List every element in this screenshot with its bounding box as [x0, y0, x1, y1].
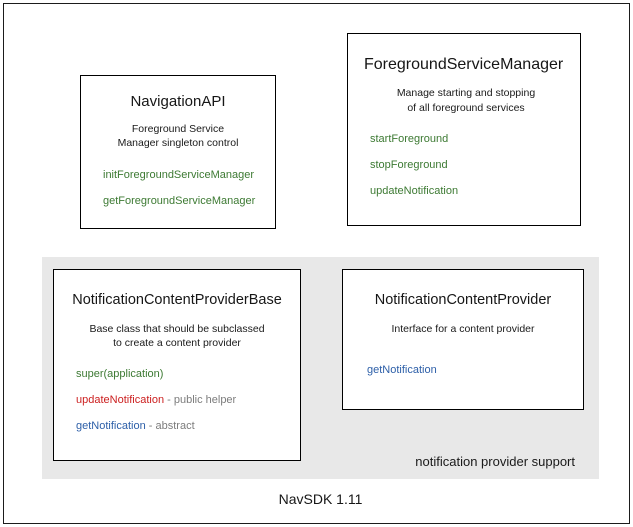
class-member-name: getNotification	[76, 420, 146, 433]
class-description-line: Base class that should be subclassed	[89, 322, 265, 335]
class-member[interactable]: getForegroundServiceManager	[103, 195, 265, 208]
class-member-note: - public helper	[164, 394, 237, 407]
class-member-name: startForeground	[370, 132, 449, 145]
class-member[interactable]: getNotification - abstract	[76, 420, 292, 433]
class-member-list: getNotification	[353, 364, 573, 377]
class-member-name: updateNotification	[370, 185, 459, 198]
class-member-name: getNotification	[367, 363, 437, 376]
class-description-line: of all foreground services	[407, 101, 525, 114]
class-member[interactable]: initForegroundServiceManager	[103, 169, 265, 182]
group-region-label: notification provider support	[415, 454, 575, 469]
class-member-list: initForegroundServiceManager getForegrou…	[91, 169, 265, 208]
class-title: ForegroundServiceManager	[364, 56, 564, 73]
class-member[interactable]: super(application)	[76, 368, 292, 381]
class-title: NavigationAPI	[130, 93, 226, 110]
class-title: NotificationContentProvider	[374, 292, 552, 308]
class-description-line: Manage starting and stopping	[396, 87, 536, 100]
class-box-notification-content-provider[interactable]: NotificationContentProvider Interface fo…	[342, 269, 584, 410]
class-description-line: Interface for a content provider	[391, 322, 535, 335]
class-description: Base class that should be subclassed to …	[62, 322, 292, 350]
slide-frame: notification provider support Navigation…	[3, 3, 630, 524]
class-member-list: startForeground stopForeground updateNot…	[364, 133, 568, 199]
class-description-line: Manager singleton control	[117, 137, 239, 150]
class-member-name: initForegroundServiceManager	[103, 168, 255, 181]
class-member-name: getForegroundServiceManager	[103, 194, 256, 207]
class-member[interactable]: updateNotification	[370, 185, 568, 198]
class-description-line: to create a content provider	[113, 336, 241, 349]
class-description: Foreground Service Manager singleton con…	[91, 122, 265, 150]
class-member[interactable]: stopForeground	[370, 159, 568, 172]
class-box-navigation-api[interactable]: NavigationAPI Foreground Service Manager…	[80, 75, 276, 229]
class-member-name: stopForeground	[370, 158, 448, 171]
class-member[interactable]: updateNotification - public helper	[76, 394, 292, 407]
class-member-name: updateNotification	[76, 394, 165, 407]
class-member-note: - abstract	[145, 420, 195, 433]
class-member-list: super(application) updateNotification - …	[62, 368, 292, 434]
class-member[interactable]: getNotification	[367, 364, 573, 377]
class-title: NotificationContentProviderBase	[72, 292, 282, 308]
class-description: Interface for a content provider	[353, 322, 573, 336]
class-description-line: Foreground Service	[131, 123, 225, 136]
class-description: Manage starting and stopping of all fore…	[364, 86, 568, 114]
slide-caption: NavSDK 1.11	[278, 491, 363, 507]
class-box-notification-content-provider-base[interactable]: NotificationContentProviderBase Base cla…	[53, 269, 301, 461]
class-member-name: super(application)	[76, 368, 164, 381]
class-box-foreground-service-manager[interactable]: ForegroundServiceManager Manage starting…	[347, 33, 581, 226]
class-member[interactable]: startForeground	[370, 133, 568, 146]
